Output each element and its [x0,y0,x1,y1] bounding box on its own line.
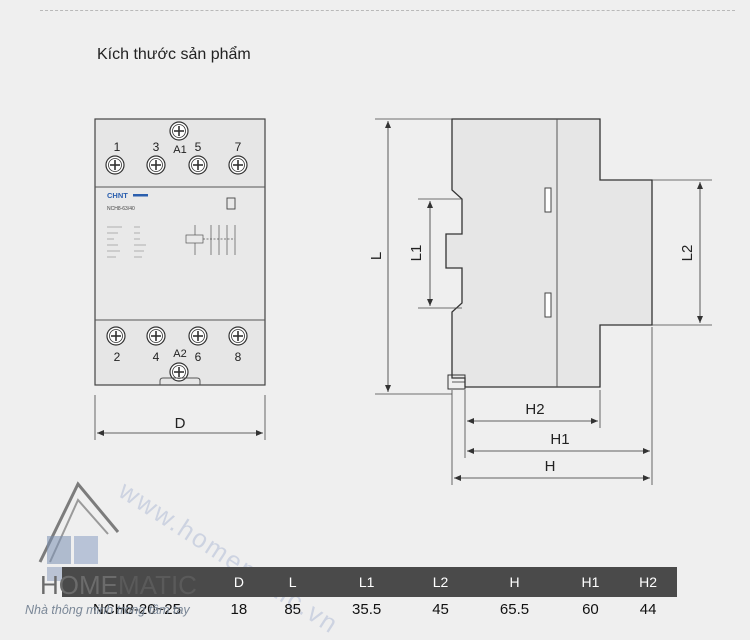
brand-name-right: MATIC [118,570,197,600]
coil-label-a1: A1 [173,144,186,156]
terminal-screw-2 [106,326,126,346]
spec-header-h2: H2 [639,574,658,590]
spec-header-l1: L1 [358,574,375,590]
terminal-screw-6 [188,326,208,346]
spec-cell-h2: 44 [639,601,657,618]
terminal-label-7: 7 [235,140,242,154]
brand-name-left: HOME [40,570,118,600]
front-view: 1 3 5 7 A1 CHNT NCH8-63/40 [94,118,266,440]
spec-cell-l2: 45 [432,601,449,618]
wiring-schematic [185,225,236,255]
dim-label-h: H [545,458,556,475]
terminal-screw-4 [146,326,166,346]
spec-cell-model: NCH8-20~25 [93,601,181,618]
terminal-label-6: 6 [195,350,202,364]
coil-screw-top [169,121,189,141]
terminal-screw-8 [228,326,248,346]
spec-cell-h1: 60 [582,601,599,618]
coil-label-a2: A2 [173,348,186,360]
terminal-label-5: 5 [195,140,202,154]
side-slot-bottom [544,292,552,318]
spec-header-h: H [509,574,520,590]
dim-label-l: L [368,252,385,260]
dim-label-h2: H2 [525,401,544,418]
brand-bar [133,194,148,197]
din-clip [159,377,201,385]
brand-tagline: Nhà thông minh trong tầm tay [25,603,190,617]
spec-table: D L L1 L2 H H1 H2 NCH8-20~25 18 85 35.5 … [62,567,677,622]
terminal-screw-7 [228,155,248,175]
spec-table-header-row: D L L1 L2 H H1 H2 [62,567,677,597]
dim-label-l1: L1 [408,245,425,262]
terminal-label-2: 2 [114,350,121,364]
brand-label: CHNT [107,191,128,200]
indicator-window [226,197,236,210]
spec-cell-l1: 35.5 [352,601,382,618]
table-row: NCH8-20~25 18 85 35.5 45 65.5 60 44 [62,597,677,622]
terminal-screw-5 [188,155,208,175]
page-title: Kích thước sản phẩm [97,46,251,63]
dim-label-l2: L2 [679,245,696,262]
spec-cell-h: 65.5 [499,601,530,618]
terminal-label-1: 1 [114,140,121,154]
spec-header-d: D [233,574,244,590]
terminal-label-4: 4 [153,350,160,364]
spec-cell-l: 85 [284,601,302,618]
side-view: L L1 L2 H2 H1 H [368,118,712,485]
dim-label-h1: H1 [550,431,569,448]
terminal-label-8: 8 [235,350,242,364]
spec-header-model [62,567,212,597]
spec-header-l: L [288,574,297,590]
dimension-drawing: 1 3 5 7 A1 CHNT NCH8-63/40 [94,118,712,485]
model-label: NCH8-63/40 [107,206,135,212]
top-divider [40,10,735,11]
spec-header-l2: L2 [432,574,449,590]
spec-print-lines [107,226,146,258]
side-slot-top [544,187,552,213]
spec-table-header-bar [62,567,677,597]
spec-header-h1: H1 [581,574,600,590]
terminal-screw-1 [105,155,125,175]
brand-name: HOMEMATIC [40,570,197,601]
terminal-screw-3 [146,155,166,175]
terminal-label-3: 3 [153,140,160,154]
dim-label-d: D [175,415,186,432]
side-outline [445,118,653,388]
spec-cell-d: 18 [230,601,248,618]
